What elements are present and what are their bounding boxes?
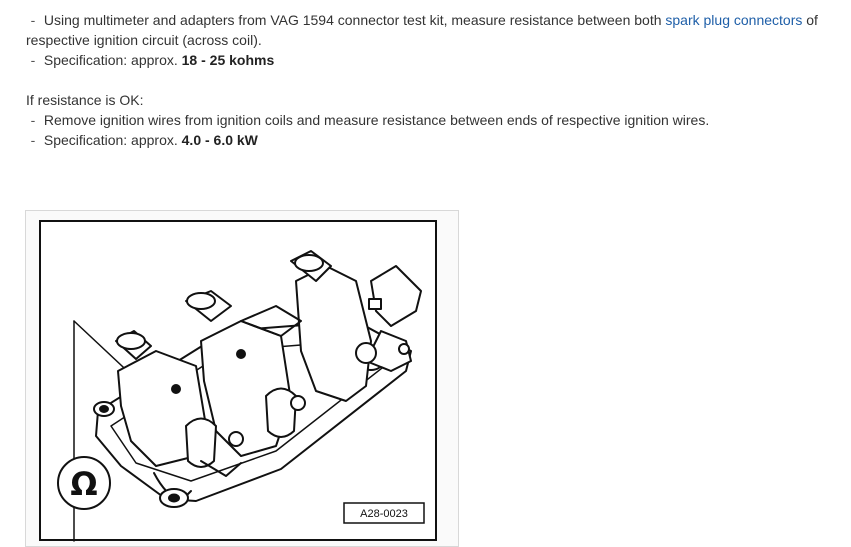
- terminal-post-front: [228, 431, 244, 447]
- coil-secondary-terminal: [265, 387, 297, 438]
- spark-plug-connector-front: [116, 332, 146, 350]
- spec-label: Specification: approx.: [43, 132, 182, 148]
- spec-value: 18 - 25 kohms: [181, 52, 275, 68]
- condition-text: If resistance is OK:: [26, 92, 144, 108]
- spec-label: Specification: approx.: [43, 52, 182, 68]
- step-text: Remove ignition wires from ignition coil…: [43, 112, 710, 128]
- bullet-dash: -: [30, 112, 36, 128]
- spec-value: 4.0 - 6.0 kW: [181, 132, 258, 148]
- mounting-hole: [99, 405, 109, 413]
- bullet-dash: -: [30, 52, 36, 68]
- coil-marking: [236, 349, 246, 359]
- ignition-coil-figure: Ω A28-0023: [25, 210, 459, 547]
- coil-top-edge: [240, 305, 302, 337]
- instructions-text: - Using multimeter and adapters from VAG…: [26, 10, 846, 150]
- coil-terminal: [355, 342, 377, 364]
- step-text-tail: of respective ignition circuit (across c…: [26, 12, 818, 48]
- coil-secondary-terminal-front: [185, 417, 217, 468]
- terminal-post: [290, 395, 306, 411]
- connector-latch: [368, 298, 382, 310]
- bullet-dash: -: [30, 12, 36, 28]
- bullet-dash: -: [30, 132, 36, 148]
- spacer: [26, 70, 846, 90]
- step-using-multimeter: - Using multimeter and adapters from VAG…: [26, 10, 846, 50]
- plate-rib: [200, 460, 242, 477]
- spark-plug-connector-middle: [186, 292, 216, 310]
- mounting-hole-front: [168, 493, 180, 503]
- specification-resistance: - Specification: approx. 18 - 25 kohms: [26, 50, 846, 70]
- step-text: Using multimeter and adapters from VAG 1…: [43, 12, 666, 28]
- ohm-icon: Ω: [70, 465, 97, 503]
- step-remove-wires: - Remove ignition wires from ignition co…: [26, 110, 846, 130]
- ohm-symbol-circle: [57, 456, 111, 510]
- ignition-coil-rear: [295, 265, 372, 402]
- figure-reference-box: [343, 502, 425, 524]
- ignition-coil-drawing: Ω A28-0023: [39, 220, 437, 542]
- electrical-connector: [370, 265, 422, 327]
- spark-plug-connectors-link[interactable]: spark plug connectors: [665, 12, 803, 28]
- coil-terminal-small: [398, 343, 410, 355]
- coil-marking-front: [171, 384, 181, 394]
- spark-plug-connector-rear: [294, 254, 324, 272]
- figure-reference-code: A28-0023: [360, 508, 408, 520]
- specification-wire-resistance: - Specification: approx. 4.0 - 6.0 kW: [26, 130, 846, 150]
